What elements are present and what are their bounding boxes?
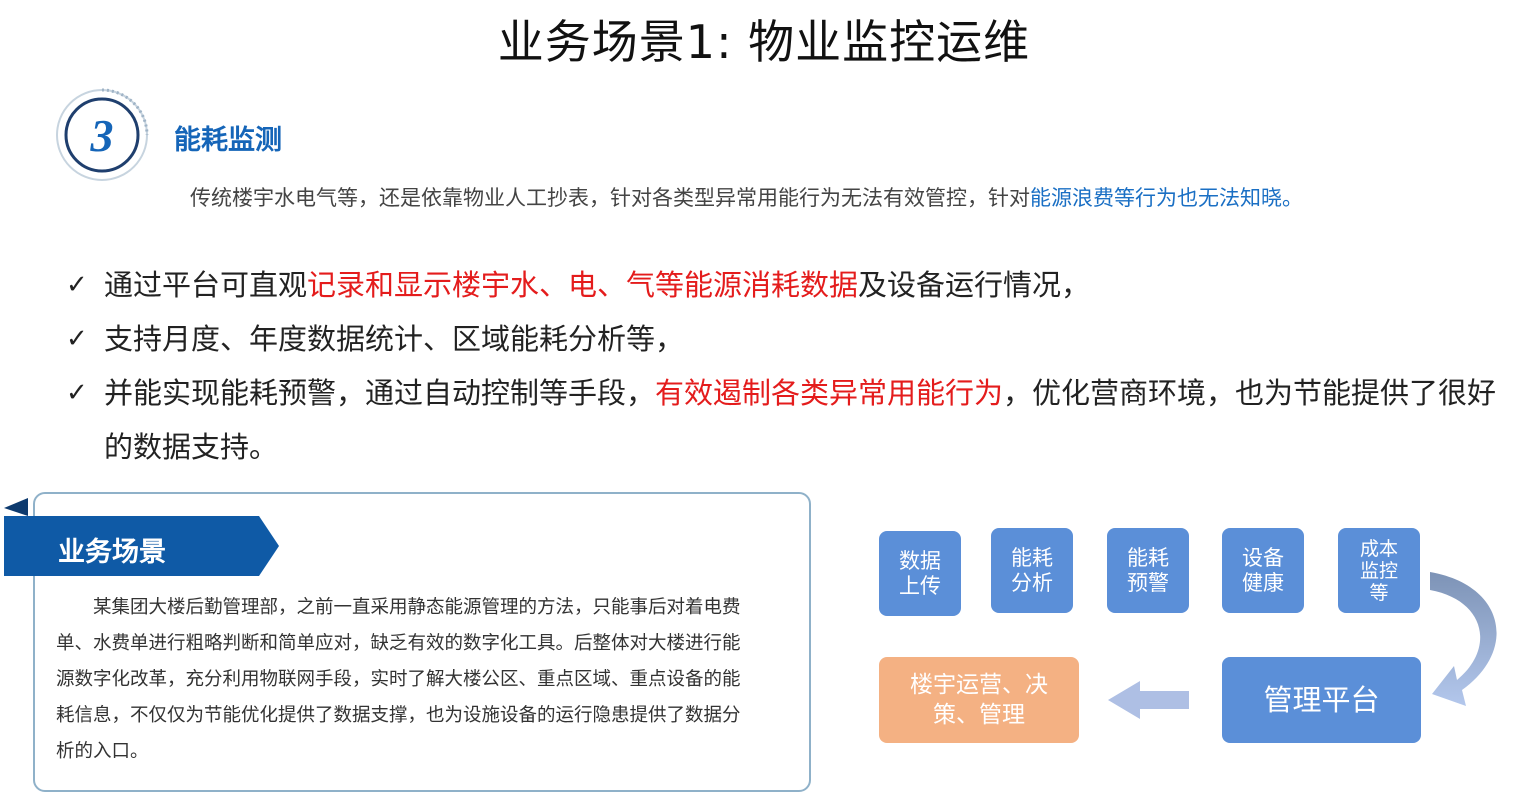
cost-monitor-box: 成本 监控 等 bbox=[1338, 528, 1420, 613]
bullet-text: 支持月度、年度数据统计、区域能耗分析等， bbox=[104, 322, 685, 356]
bullet-text: ，优化营商环境，也为节能提供了很好的数据支持。 bbox=[104, 376, 1497, 464]
check-icon: ✓ bbox=[66, 324, 88, 354]
left-arrow-icon bbox=[1108, 681, 1189, 719]
page-title: 业务场景1: 物业监控运维 bbox=[497, 15, 1031, 69]
bullet-item: ✓ 支持月度、年度数据统计、区域能耗分析等， bbox=[66, 312, 1506, 366]
intro-text-highlight: 能源浪费等行为也无法知晓。 bbox=[1030, 186, 1303, 210]
energy-warning-box: 能耗 预警 bbox=[1107, 528, 1189, 613]
data-upload-box: 数据 上传 bbox=[879, 531, 961, 616]
operations-output-box: 楼宇运营、决 策、管理 bbox=[879, 657, 1079, 743]
bullet-highlight: 有效遏制各类异常用能行为 bbox=[655, 376, 1004, 410]
intro-text: 传统楼宇水电气等，还是依靠物业人工抄表，针对各类型异常用能行为无法有效管控，针对… bbox=[190, 182, 1303, 212]
section-title: 能耗监测 bbox=[174, 125, 282, 156]
device-health-box: 设备 健康 bbox=[1222, 528, 1304, 613]
bullet-text: 通过平台可直观 bbox=[104, 268, 308, 302]
bullet-text: 并能实现能耗预警，通过自动控制等手段， bbox=[104, 376, 656, 410]
energy-analysis-box: 能耗 分析 bbox=[991, 528, 1073, 613]
check-icon: ✓ bbox=[66, 270, 88, 300]
bullet-item: ✓ 通过平台可直观记录和显示楼宇水、电、气等能源消耗数据及设备运行情况， bbox=[66, 258, 1506, 312]
management-platform-box: 管理平台 bbox=[1222, 657, 1421, 743]
curved-arrow-icon bbox=[1430, 572, 1497, 706]
scenario-label: 业务场景 bbox=[58, 537, 166, 568]
bullet-text: 及设备运行情况， bbox=[858, 268, 1091, 302]
section-number: 3 bbox=[90, 110, 114, 161]
bullet-list: ✓ 通过平台可直观记录和显示楼宇水、电、气等能源消耗数据及设备运行情况， ✓ 支… bbox=[66, 258, 1506, 474]
scenario-text: 某集团大楼后勤管理部，之前一直采用静态能源管理的方法，只能事后对着电费单、水费单… bbox=[56, 597, 741, 762]
check-icon: ✓ bbox=[66, 378, 88, 408]
section-number-badge: 3 bbox=[56, 88, 149, 181]
intro-text-plain: 传统楼宇水电气等，还是依靠物业人工抄表，针对各类型异常用能行为无法有效管控，针对 bbox=[190, 186, 1030, 210]
scenario-ribbon bbox=[4, 498, 279, 576]
bullet-highlight: 记录和显示楼宇水、电、气等能源消耗数据 bbox=[307, 268, 859, 302]
bullet-item: ✓ 并能实现能耗预警，通过自动控制等手段，有效遏制各类异常用能行为，优化营商环境… bbox=[66, 366, 1506, 474]
